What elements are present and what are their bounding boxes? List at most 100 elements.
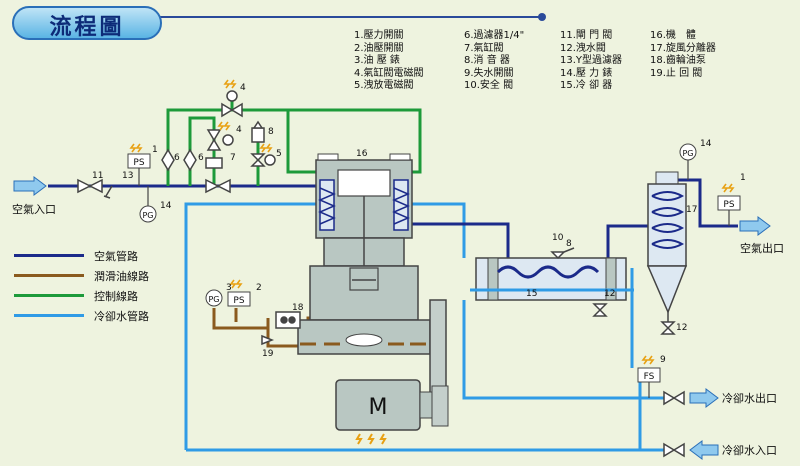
component-item: 14.壓 力 錶 bbox=[560, 67, 613, 79]
drain-valves-12 bbox=[592, 303, 676, 335]
component-item: 2.油壓開關 bbox=[354, 42, 404, 54]
line-legend-water: 冷卻水管路 bbox=[14, 308, 174, 323]
callout-13: 13 bbox=[122, 171, 133, 181]
component-item: 12.洩水閥 bbox=[560, 42, 606, 54]
component-item: 10.安全 閥 bbox=[464, 80, 514, 92]
component-item: 11.閘 門 閥 bbox=[560, 30, 613, 41]
component-item: 1.壓力開關 bbox=[354, 30, 404, 41]
callout-11: 11 bbox=[92, 171, 103, 181]
air-inlet-arrow-icon bbox=[13, 176, 47, 196]
instrument-ps-1-left: PS bbox=[127, 153, 151, 169]
instrument-ps-2: PS bbox=[227, 291, 251, 307]
ps-oil-label: PS bbox=[233, 296, 244, 306]
title-badge: 流程圖 bbox=[12, 6, 162, 42]
filters-6 bbox=[161, 148, 197, 172]
callout-12-cooler: 12 bbox=[604, 289, 615, 299]
line-legend-air: 空氣管路 bbox=[14, 248, 174, 263]
component-legend: 1.壓力開關 2.油壓開關 3.油 壓 錶 4.氣缸閥電磁閥 5.洩放電磁閥 6… bbox=[354, 30, 774, 110]
line-type-legend: 空氣管路 潤滑油線路 控制線路 冷卻水管路 bbox=[14, 248, 174, 328]
instrument-ps-1-right: PS bbox=[717, 195, 741, 211]
line-legend-oil: 潤滑油線路 bbox=[14, 268, 174, 283]
component-item: 3.油 壓 錶 bbox=[354, 55, 400, 67]
callout-1-left: 1 bbox=[152, 145, 158, 155]
ps-left-label: PS bbox=[133, 158, 144, 168]
air-outlet-arrow-icon bbox=[739, 216, 771, 236]
callout-4-side: 4 bbox=[236, 125, 242, 135]
cyclone-separator bbox=[646, 171, 688, 330]
callout-6-a: 6 bbox=[174, 153, 180, 163]
fs-label: FS bbox=[644, 372, 655, 382]
line-legend-label: 控制線路 bbox=[94, 291, 138, 303]
page-title: 流程圖 bbox=[49, 14, 125, 40]
callout-14-left: 14 bbox=[160, 201, 172, 211]
callout-16: 16 bbox=[356, 149, 368, 159]
callout-6-b: 6 bbox=[198, 153, 204, 163]
line-swatch-water bbox=[14, 314, 84, 317]
silencer-8 bbox=[251, 120, 265, 143]
component-item: 16.機 體 bbox=[650, 30, 696, 41]
title-rule-dot bbox=[538, 13, 546, 21]
air-inlet-label: 空氣入口 bbox=[12, 202, 56, 216]
component-legend-col-2: 6.過濾器1/4" 7.氣缸閥 8.消 音 器 9.失水開關 10.安全 閥 bbox=[464, 30, 524, 93]
instrument-taps bbox=[138, 160, 730, 398]
component-legend-col-3: 11.閘 門 閥 12.洩水閥 13.Y型過濾器 14.壓 力 錶 15.冷 卻… bbox=[560, 30, 622, 93]
line-legend-label: 空氣管路 bbox=[94, 251, 138, 263]
callout-19: 19 bbox=[262, 349, 274, 359]
solenoid-valve-4-side bbox=[206, 129, 234, 151]
water-outlet-arrow-icon bbox=[689, 388, 719, 408]
solenoid-valve-4-top bbox=[221, 90, 243, 118]
callout-1-right: 1 bbox=[740, 173, 746, 183]
motor: M bbox=[335, 379, 449, 431]
y-strainer-13 bbox=[103, 185, 113, 199]
cylinder-valve-7 bbox=[205, 157, 231, 194]
lightning-icons bbox=[129, 79, 735, 365]
relief-solenoid-5 bbox=[250, 153, 276, 167]
line-swatch-oil bbox=[14, 274, 84, 277]
callout-10: 10 bbox=[552, 233, 564, 243]
pg-oil-label: PG bbox=[208, 295, 219, 304]
safety-valve-10 bbox=[550, 247, 575, 260]
component-item: 4.氣缸閥電磁閥 bbox=[354, 67, 424, 79]
line-legend-label: 冷卻水管路 bbox=[94, 311, 149, 323]
component-item: 13.Y型過濾器 bbox=[560, 55, 623, 67]
callout-5: 5 bbox=[276, 149, 282, 159]
instrument-fs-9: FS bbox=[637, 367, 661, 383]
callout-numbers: 1 1 2 3 4 4 5 6 6 7 8 8 9 10 11 12 12 13… bbox=[92, 83, 746, 365]
line-legend-control: 控制線路 bbox=[14, 288, 174, 303]
ps-right-label: PS bbox=[723, 200, 734, 210]
check-valve-19 bbox=[261, 334, 275, 346]
instrument-pg-14-right: PG bbox=[679, 143, 697, 161]
pg-left-label: PG bbox=[142, 211, 153, 220]
water-inlet-label: 冷卻水入口 bbox=[722, 444, 777, 457]
component-item: 18.齒輪油泵 bbox=[650, 55, 706, 67]
component-item: 6.過濾器1/4" bbox=[464, 30, 525, 41]
line-legend-label: 潤滑油線路 bbox=[94, 271, 149, 283]
instrument-pg-3: PG bbox=[205, 289, 223, 307]
callout-8-silencer: 8 bbox=[268, 127, 274, 137]
line-swatch-control bbox=[14, 294, 84, 297]
title-pill bbox=[12, 6, 162, 40]
outlet-valves bbox=[663, 390, 685, 458]
component-item: 5.洩放電磁閥 bbox=[354, 80, 414, 92]
component-legend-col-4: 16.機 體 17.旋風分離器 18.齒輪油泵 19.止 回 閥 bbox=[650, 30, 716, 80]
component-legend-col-1: 1.壓力開關 2.油壓開關 3.油 壓 錶 4.氣缸閥電磁閥 5.洩放電磁閥 bbox=[354, 30, 424, 93]
callout-3: 3 bbox=[226, 283, 232, 293]
callout-9: 9 bbox=[660, 355, 666, 365]
component-item: 15.冷 卻 器 bbox=[560, 80, 613, 92]
motor-label: M bbox=[369, 395, 388, 420]
instrument-pg-14-left: PG bbox=[139, 205, 157, 223]
component-item: 9.失水開關 bbox=[464, 67, 514, 79]
callout-12-cyclone: 12 bbox=[676, 323, 687, 333]
gear-oil-pump-18 bbox=[275, 311, 301, 329]
callout-4-top: 4 bbox=[240, 83, 246, 93]
compressor-body bbox=[297, 153, 447, 409]
gate-valve-11 bbox=[77, 178, 103, 194]
motor-lightning-icon bbox=[355, 433, 387, 445]
component-item: 19.止 回 閥 bbox=[650, 67, 703, 79]
callout-14-right: 14 bbox=[700, 139, 712, 149]
callout-15: 15 bbox=[526, 289, 537, 299]
callout-17: 17 bbox=[686, 205, 697, 215]
water-inlet-arrow-icon bbox=[689, 440, 719, 460]
pg-right-label: PG bbox=[682, 149, 693, 158]
